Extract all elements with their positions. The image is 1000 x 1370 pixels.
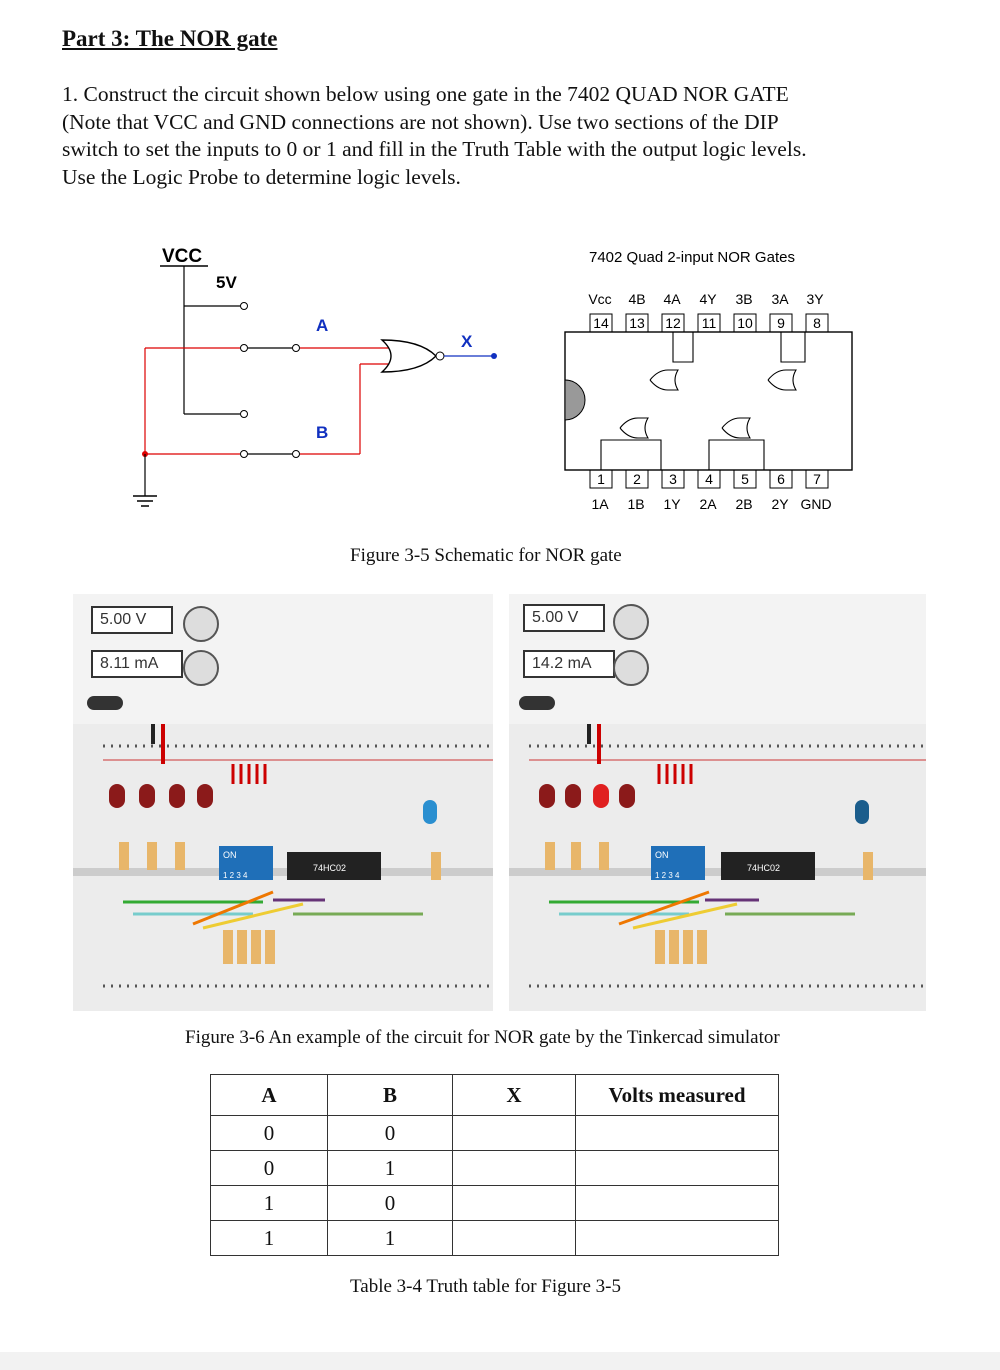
chip-74hc02	[721, 852, 815, 880]
svg-text:3Y: 3Y	[806, 291, 824, 307]
svg-text:6: 6	[777, 471, 785, 487]
svg-text:10: 10	[737, 315, 753, 331]
svg-text:4Y: 4Y	[699, 291, 717, 307]
instruction-line-1: 1. Construct the circuit shown below usi…	[62, 82, 789, 106]
vcc-label: VCC	[162, 246, 202, 267]
current-knob	[613, 650, 649, 686]
volts-cell[interactable]	[575, 1115, 779, 1151]
svg-text:1: 1	[597, 471, 605, 487]
svg-text:3B: 3B	[735, 291, 752, 307]
input-a-label: A	[316, 316, 328, 335]
svg-text:1B: 1B	[627, 496, 644, 512]
input-b-label: B	[316, 423, 328, 442]
header-volts: Volts measured	[575, 1074, 779, 1116]
voltage-readout: 5.00 V	[91, 606, 173, 634]
volts-cell[interactable]	[575, 1150, 779, 1186]
svg-text:2: 2	[633, 471, 641, 487]
svg-text:4: 4	[705, 471, 713, 487]
svg-text:74HC02: 74HC02	[313, 863, 346, 873]
page-bottom-strip	[0, 1352, 1000, 1370]
x-cell[interactable]	[452, 1220, 576, 1256]
instruction-line-2: (Note that VCC and GND connections are n…	[62, 109, 779, 134]
table-caption: Table 3-4 Truth table for Figure 3-5	[350, 1276, 621, 1297]
x-cell[interactable]	[452, 1150, 576, 1186]
voltage-knob	[613, 604, 649, 640]
svg-text:3: 3	[669, 471, 677, 487]
svg-text:4A: 4A	[663, 291, 681, 307]
nor-gate-symbol	[380, 339, 437, 373]
header-a: A	[210, 1074, 328, 1116]
svg-text:2Y: 2Y	[771, 496, 789, 512]
svg-text:74HC02: 74HC02	[747, 863, 780, 873]
sim-right-image: 5.00 V 14.2 mA ON 1 2 3 4 74HC02	[509, 594, 926, 1011]
power-switch	[87, 696, 123, 710]
header-x: X	[452, 1074, 576, 1116]
svg-text:14: 14	[593, 315, 609, 331]
svg-text:ON: ON	[223, 850, 237, 860]
svg-text:13: 13	[629, 315, 645, 331]
current-readout: 14.2 mA	[523, 650, 615, 678]
part-title: Part 3: The NOR gate	[62, 26, 278, 51]
svg-text:2B: 2B	[735, 496, 752, 512]
svg-text:GND: GND	[800, 496, 831, 512]
5v-label: 5V	[216, 273, 237, 292]
sim-left-image: 5.00 V 8.11 mA ON 1 2 3 4 74HC02	[73, 594, 493, 1011]
nor-schematic: VCC 5V A B X 7402 Q	[133, 246, 853, 512]
instruction-line-4: Use the Logic Probe to determine logic l…	[62, 164, 461, 189]
svg-text:1A: 1A	[591, 496, 609, 512]
current-knob	[183, 650, 219, 686]
svg-text:11: 11	[702, 315, 717, 331]
current-readout: 8.11 mA	[91, 650, 183, 678]
figure-3-5-caption: Figure 3-5 Schematic for NOR gate	[350, 545, 622, 566]
output-x-label: X	[461, 332, 473, 351]
svg-text:1 2 3 4: 1 2 3 4	[223, 871, 248, 880]
svg-text:12: 12	[665, 315, 681, 331]
svg-text:5: 5	[741, 471, 749, 487]
svg-text:1 2 3 4: 1 2 3 4	[655, 871, 680, 880]
svg-text:2A: 2A	[699, 496, 717, 512]
volts-cell[interactable]	[575, 1220, 779, 1256]
x-cell[interactable]	[452, 1185, 576, 1221]
volts-cell[interactable]	[575, 1185, 779, 1221]
chip-74hc02	[287, 852, 381, 880]
svg-text:ON: ON	[655, 850, 669, 860]
svg-text:8: 8	[813, 315, 821, 331]
svg-text:4B: 4B	[628, 291, 645, 307]
svg-text:1Y: 1Y	[663, 496, 681, 512]
x-cell[interactable]	[452, 1115, 576, 1151]
voltage-knob	[183, 606, 219, 642]
chip-title: 7402 Quad 2-input NOR Gates	[589, 249, 795, 266]
instruction-line-3: switch to set the inputs to 0 or 1 and f…	[62, 137, 807, 161]
svg-text:Vcc: Vcc	[588, 291, 611, 307]
svg-text:3A: 3A	[771, 291, 789, 307]
power-switch	[519, 696, 555, 710]
voltage-readout: 5.00 V	[523, 604, 605, 632]
svg-text:7: 7	[813, 471, 821, 487]
header-b: B	[327, 1074, 453, 1116]
svg-text:9: 9	[777, 315, 785, 331]
figure-3-6-caption: Figure 3-6 An example of the circuit for…	[185, 1027, 780, 1048]
